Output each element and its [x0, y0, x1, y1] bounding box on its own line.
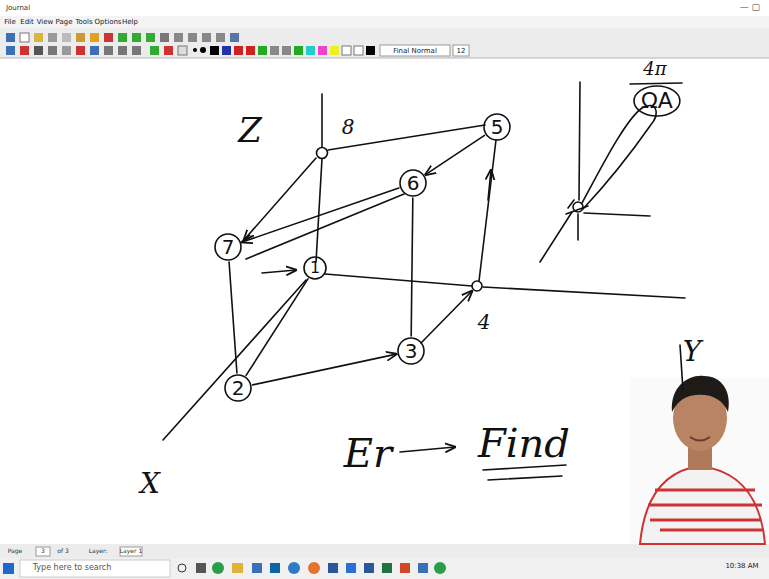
vertex-number: 1 [310, 260, 320, 276]
vertex-number: 5 [491, 117, 504, 137]
find-arrow [400, 447, 455, 452]
z-axis [316, 159, 322, 262]
title-bar [0, 0, 769, 16]
cube-edge [479, 140, 496, 281]
cube-edge [244, 158, 316, 240]
ui-text: Options [94, 19, 121, 26]
ui-text: Edit [20, 19, 34, 26]
toolbar-icons: — ▢ [6, 2, 760, 56]
handwritten-label: X [140, 470, 160, 498]
antenna-axis [578, 82, 580, 240]
handwritten-label: 4π [643, 60, 666, 78]
vertex-circle: 7 [214, 233, 242, 261]
taskbar [0, 558, 769, 579]
vertex-dot [317, 148, 328, 159]
antenna-axis [584, 213, 650, 216]
ui-text: Help [122, 19, 138, 26]
handwritten-label: Find [478, 423, 570, 463]
minor-lobe [566, 200, 588, 214]
solid-angle-symbol: ΩA [641, 90, 673, 112]
direction-arrow [488, 170, 491, 200]
ui-text: Final Normal [393, 48, 437, 55]
fraction-bar [630, 83, 682, 84]
ui-text: View [37, 19, 54, 26]
handwritten-label: Er [344, 433, 392, 473]
vertex-circle: 5 [483, 113, 511, 141]
vertex-number: 7 [222, 237, 235, 257]
vertex-dot [472, 281, 482, 291]
ui-text: Journal [6, 5, 30, 12]
handwritten-label: 8 [342, 117, 355, 137]
x-axis [163, 280, 306, 440]
vertex-number: 3 [405, 341, 418, 361]
ui-text: Layer: [89, 548, 108, 554]
cube-edge [411, 198, 413, 336]
ui-text: Type here to search [33, 564, 112, 572]
cube-edge [253, 354, 397, 385]
vertex-circle: 2 [224, 374, 252, 402]
cube-edge [229, 262, 237, 373]
y-axis [325, 274, 685, 298]
handwritten-label: Z [238, 113, 262, 147]
status-bar [0, 544, 769, 558]
cube-edge [246, 194, 404, 259]
svg-text:— ▢: — ▢ [740, 2, 760, 12]
menu-bar [0, 16, 769, 28]
ui-text: Page [8, 548, 23, 554]
cube-edge [246, 279, 308, 375]
ui-text: 12 [457, 48, 466, 55]
y-axis-tick [680, 345, 683, 390]
ui-text: Layer 1 [120, 548, 142, 554]
vertex-number: 6 [407, 173, 420, 193]
handwritten-label: 4 [478, 312, 491, 332]
cube-edge [242, 188, 399, 242]
ui-text: Page [56, 19, 73, 26]
ui-text: of 3 [57, 548, 69, 554]
radiation-lobe [582, 105, 656, 209]
vertex-number: 2 [232, 378, 245, 398]
vertex-circle: 1 [303, 256, 327, 280]
ui-text: File [4, 19, 16, 26]
search-box [20, 560, 170, 577]
direction-arrow [262, 270, 296, 273]
layer-field [120, 547, 142, 556]
vertex-circle: 6 [399, 169, 427, 197]
handwritten-label: Y [683, 338, 701, 366]
ui-text: 3 [41, 548, 45, 554]
taskbar-icons [3, 562, 446, 574]
vertex-circle: 3 [397, 337, 425, 365]
lecturer-video [630, 376, 769, 544]
circled-term: ΩA [633, 85, 681, 117]
z-axis [321, 94, 323, 147]
cube-edge [425, 135, 484, 174]
ui-text: 10:38 AM [725, 563, 758, 570]
page-field [36, 547, 50, 556]
toolbar [0, 28, 769, 58]
cube-edge [421, 291, 472, 343]
toolbar-border [0, 58, 769, 59]
antenna-axis [540, 212, 572, 262]
ui-text: Tools [75, 19, 92, 26]
underline [483, 465, 566, 480]
